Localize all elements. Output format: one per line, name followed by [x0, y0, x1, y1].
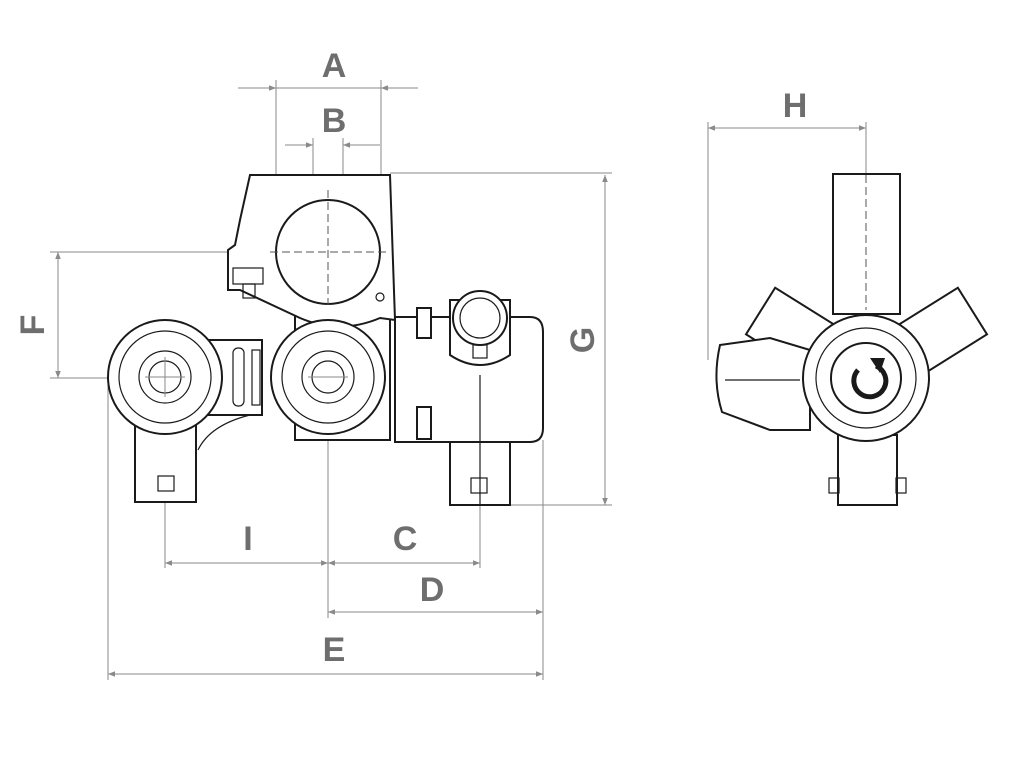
front-view: [107, 174, 544, 506]
dimension-label-e: E: [323, 631, 346, 669]
side-view: [715, 173, 989, 506]
rotate-arrow-icon: [851, 363, 889, 400]
dimension-label-c: C: [393, 520, 418, 558]
dimension-label-a: A: [322, 47, 347, 85]
dimension-label-d: D: [420, 571, 445, 609]
side-nozzle: [715, 336, 811, 431]
dimension-label-b: B: [322, 102, 347, 140]
dimension-label-f: F: [14, 315, 52, 336]
dimension-label-i: I: [243, 520, 252, 558]
dimension-label-h: H: [783, 87, 808, 125]
bottom-stem: [837, 434, 898, 506]
dimension-label-g: G: [564, 327, 602, 353]
